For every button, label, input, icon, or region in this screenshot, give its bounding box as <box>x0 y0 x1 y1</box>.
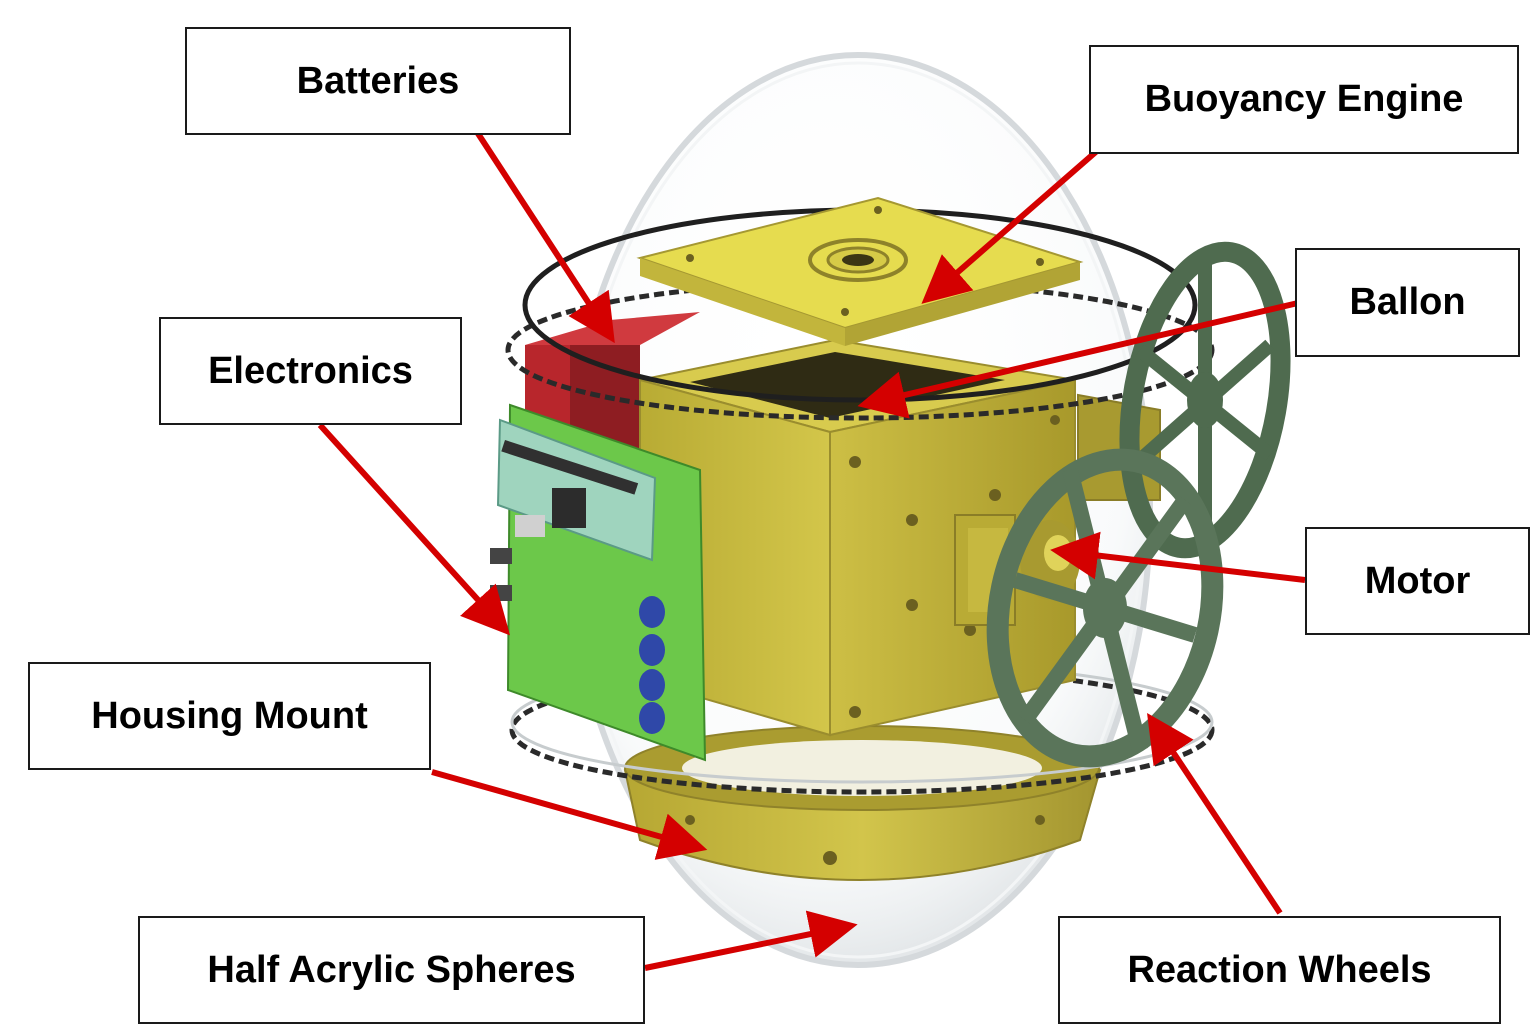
buoyancy-plate <box>636 196 1084 346</box>
reaction-wheel-front <box>986 448 1224 768</box>
label-electronics-text: Electronics <box>208 349 413 392</box>
label-ballon: Ballon <box>1295 248 1520 357</box>
label-batteries-text: Batteries <box>296 59 460 102</box>
arrow-ballon <box>857 300 1299 419</box>
arrow-half-acrylic-spheres <box>644 910 858 971</box>
label-buoyancy-engine-text: Buoyancy Engine <box>1144 78 1464 120</box>
arrow-reaction-wheels <box>1147 713 1283 915</box>
label-reaction-wheels-text: Reaction Wheels <box>1127 948 1432 991</box>
arrow-electronics <box>317 422 511 636</box>
label-reaction-wheels: Reaction Wheels <box>1058 916 1501 1024</box>
label-buoyancy-engine: Buoyancy Engine <box>1089 45 1519 154</box>
arrow-batteries <box>474 130 615 344</box>
label-ballon-text: Ballon <box>1349 281 1466 323</box>
reaction-wheel-rear <box>1119 241 1291 559</box>
arrow-buoyancy-engine <box>921 147 1100 304</box>
label-housing-mount: Housing Mount <box>28 662 431 770</box>
label-housing-mount-text: Housing Mount <box>91 694 368 737</box>
label-motor: Motor <box>1305 527 1530 635</box>
label-motor-text: Motor <box>1364 559 1471 602</box>
label-electronics: Electronics <box>159 317 462 425</box>
label-half-acrylic-spheres: Half Acrylic Spheres <box>138 916 645 1024</box>
arrow-housing-mount <box>431 769 708 860</box>
callout-arrows <box>317 130 1306 971</box>
label-batteries: Batteries <box>185 27 571 135</box>
label-half-acrylic-spheres-text: Half Acrylic Spheres <box>207 948 576 991</box>
arrow-motor <box>1050 531 1306 583</box>
